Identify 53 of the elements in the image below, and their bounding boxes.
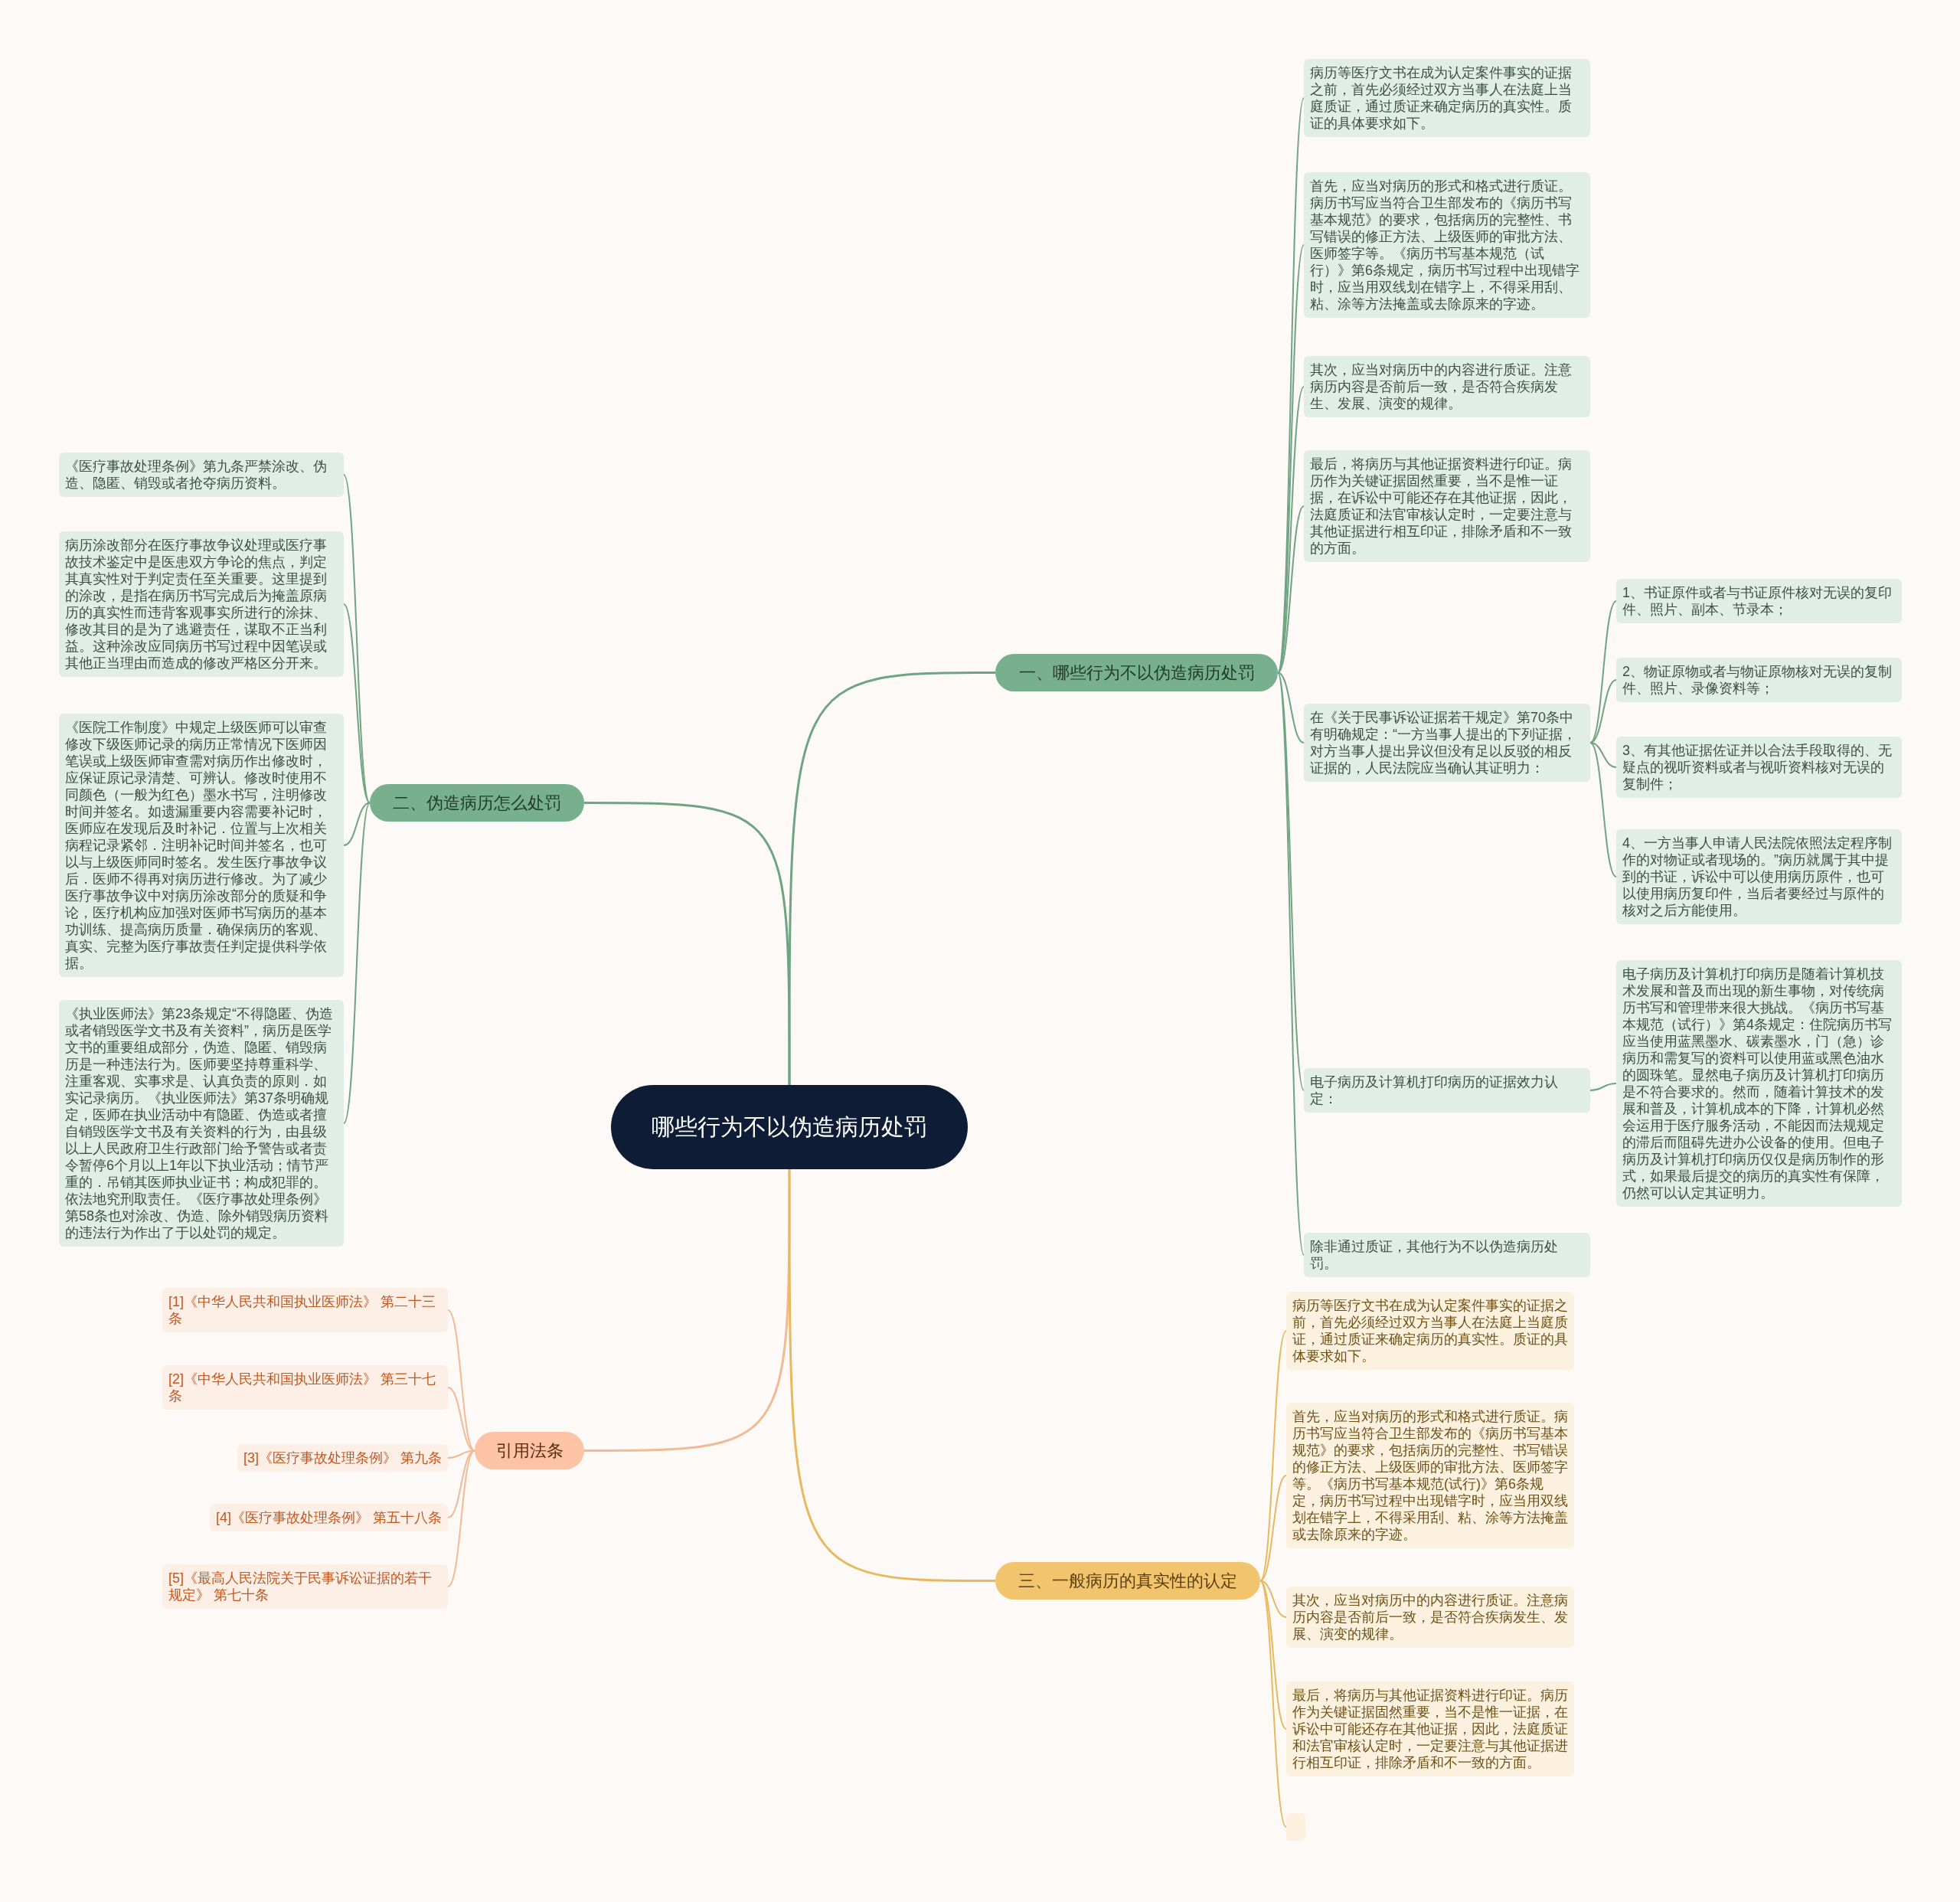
connector (1277, 505, 1305, 674)
connector (1259, 1580, 1287, 1730)
connector (1589, 1083, 1617, 1091)
connector (1277, 672, 1305, 743)
topic-box: [4]《医疗事故处理条例》 第五十八条 (210, 1504, 448, 1531)
topic-box: [5]《最高人民法院关于民事诉讼证据的若干规定》 第七十条 (162, 1564, 448, 1609)
topic-box: 电子病历及计算机打印病历的证据效力认定： (1304, 1068, 1590, 1113)
connector (1259, 1580, 1287, 1828)
connector (343, 603, 371, 804)
empty-topic-box (1286, 1813, 1305, 1841)
topic-box: [3]《医疗事故处理条例》 第九条 (237, 1444, 448, 1472)
topic-box: 首先，应当对病历的形式和格式进行质证。病历书写应当符合卫生部发布的《病历书写基本规范》的要求，包括病历的完整性、书写错误的修正方法、上级医师的审批方法、医师签字等。《病历书写基本规范（试行）》第6条规定，病历书写过程中出现错字时，应当用双线划在错字上，不得采用刮、粘、涂等方法掩盖或去除原来的字迹。 (1304, 172, 1590, 318)
branch-topic: 一、哪些行为不以伪造病历处罚 (995, 654, 1278, 691)
connector (447, 1449, 475, 1587)
topic-box: 最后，将病历与其他证据资料进行印证。病历作为关键证据固然重要，当不是惟一证据，在诉讼中可能还存在其他证据，因此，法庭质证和法官审核认定时，一定要注意与其他证据进行相互印证，排除矛盾和不一致的方面。 (1286, 1681, 1574, 1776)
topic-box: [2]《中华人民共和国执业医师法》 第三十七条 (162, 1365, 448, 1410)
connector (584, 1169, 791, 1452)
connector (343, 802, 371, 1124)
connector (1589, 679, 1617, 743)
topic-box: 病历等医疗文书在成为认定案件事实的证据之前，首先必须经过双方当事人在法庭上当庭质证，通过质证来确定病历的真实性。质证的具体要求如下。 (1304, 59, 1590, 137)
topic-box: 1、书证原件或者与书证原件核对无误的复印件、照片、副本、节录本； (1616, 579, 1902, 623)
topic-box: 首先，应当对病历的形式和格式进行质证。病历书写应当符合卫生部发布的《病历书写基本规范》的要求，包括病历的完整性、书写错误的修正方法、上级医师的审批方法、医师签字等。《病历书写基本规范(试行)》第6条规定，病历书写过程中出现错字时，应当用双线划在错字上，不得采用刮、粘、涂等方法掩盖或去除原来的字迹。 (1286, 1403, 1574, 1548)
topic-box: 2、物证原物或者与物证原物核对无误的复制件、照片、录像资料等； (1616, 658, 1902, 702)
topic-box: 病历涂改部分在医疗事故争议处理或医疗事故技术鉴定中是医患双方争论的焦点，判定其真实性对于判定责任至关重要。这里提到的涂改，是指在病历书写完成后为掩盖原病历的真实性而违背客观事实所进行的涂抹、修改其目的是为了逃避责任，谋取不正当利益。这种涂改应同病历书写过程中因笔误或其他正当理由而造成的修改严格区分开来。 (59, 531, 344, 677)
connector (788, 672, 995, 1085)
topic-box: 其次，应当对病历中的内容进行质证。注意病历内容是否前后一致，是否符合疾病发生、发展、演变的规律。 (1304, 356, 1590, 417)
topic-box: 其次，应当对病历中的内容进行质证。注意病历内容是否前后一致，是否符合疾病发生、发展、演变的规律。 (1286, 1587, 1574, 1648)
branch-topic: 引用法条 (475, 1432, 584, 1469)
connector (1259, 1580, 1287, 1618)
topic-box: 《执业医师法》第23条规定“不得隐匿、伪造或者销毁医学文书及有关资料”，病历是医学文书的重要组成部分，伪造、隐匿、销毁病历是一种违法行为。医师要坚持尊重科学、注重客观、实事求是、认真负责的原则．如实记录病历。《执业医师法》第37条明确规定，医师在执业活动中有隐匿、伪造或者擅自销毁医学文书及有关资料的行为，由县级以上人民政府卫生行政部门给予警告或者责令暂停6个月以上1年以下执业活动；情节严重的．吊销其医师执业证书；构成犯罪的。依法地究刑取责任。《医疗事故处理条例》第58条也对涂改、伪造、除外销毁病历资料的违法行为作出了于以处罚的规定。 (59, 1000, 344, 1247)
topic-box: 3、有其他证据佐证并以合法手段取得的、无疑点的视听资料或者与视听资料核对无误的复制件； (1616, 737, 1902, 798)
topic-box: 除非通过质证，其他行为不以伪造病历处罚。 (1304, 1233, 1590, 1277)
topic-box: 电子病历及计算机打印病历是随着计算机技术发展和普及而出现的新生事物，对传统病历书写和管理带来很大挑战。《病历书写基本规范（试行）》第4条规定：住院病历书写应当使用蓝黑墨水、碳素墨水，门（急）诊病历和需复写的资料可以使用蓝或黑色油水的圆珠笔。显然电子病历及计算机打印病历是不符合要求的。然而，随着计算技术的发展和普及，计算机成本的下降，计算机必然会运用于医疗服务活动，不能因而法规规定的滞后而阻碍先进办公设备的使用。但电子病历及计算机打印病历仅仅是病历制作的形式，如果最后提交的病历的真实性有保障，仍然可以认定其证明力。 (1616, 960, 1902, 1207)
topic-box: [1]《中华人民共和国执业医师法》 第二十三条 (162, 1288, 448, 1332)
connector (1589, 742, 1617, 877)
connector (1277, 672, 1305, 1256)
central-topic: 哪些行为不以伪造病历处罚 (611, 1085, 968, 1169)
connector (1259, 1475, 1287, 1582)
connector (584, 802, 791, 1085)
topic-box: 病历等医疗文书在成为认定案件事实的证据之前，首先必须经过双方当事人在法庭上当庭质证，通过质证来确定病历的真实性。质证的具体要求如下。 (1286, 1292, 1574, 1370)
branch-topic: 三、一般病历的真实性的认定 (995, 1562, 1260, 1600)
connector (1589, 742, 1617, 768)
connector (1589, 600, 1617, 743)
topic-box: 4、一方当事人申请人民法院依照法定程序制作的对物证或者现场的。”病历就属于其中提到的书证，诉讼中可以使用病历原件，也可以使用病历复印件，当后者要经过与原件的核对之后方能使用。 (1616, 829, 1902, 924)
connector (343, 802, 371, 846)
topic-box: 《医院工作制度》中规定上级医师可以审查修改下级医师记录的病历正常情况下医师因笔误或上级医师审查需对病历作出修改时，应保证原记录清楚、可辨认。修改时使用不同颜色（一般为红色）墨水书写，注明修改时间并签名。如遗漏重要内容需要补记时，医师应在发现后及时补记．位置与上次相关病程记录紧邻．注明补记时间并签名，也可以与上级医师同时签名。发生医疗事故争议后．医师不得再对病历进行修改。为了减少医疗事故争议中对病历涂改部分的质疑和争论，医疗机构应加强对医师书写病历的基本功训练、提高病历质量．确保病历的客观、真实、完整为医疗事故责任判定提供科学依据。 (59, 714, 344, 977)
connector (447, 1309, 475, 1452)
connector (788, 1169, 995, 1582)
branch-topic: 二、伪造病历怎么处罚 (370, 784, 584, 822)
topic-box: 最后，将病历与其他证据资料进行印证。病历作为关键证据固然重要，当不是惟一证据，在诉讼中可能还存在其他证据，因此，法庭质证和法官审核认定时，一定要注意与其他证据进行相互印证，排除矛盾和不一致的方面。 (1304, 450, 1590, 562)
topic-box: 在《关于民事诉讼证据若干规定》第70条中有明确规定：“一方当事人提出的下列证据，对方当事人提出异议但没有足以反驳的相反证据的，人民法院应当确认其证明力： (1304, 704, 1590, 782)
connector (1259, 1330, 1287, 1582)
topic-box: 《医疗事故处理条例》第九条严禁涂改、伪造、隐匿、销毁或者抢夺病历资料。 (59, 453, 344, 497)
